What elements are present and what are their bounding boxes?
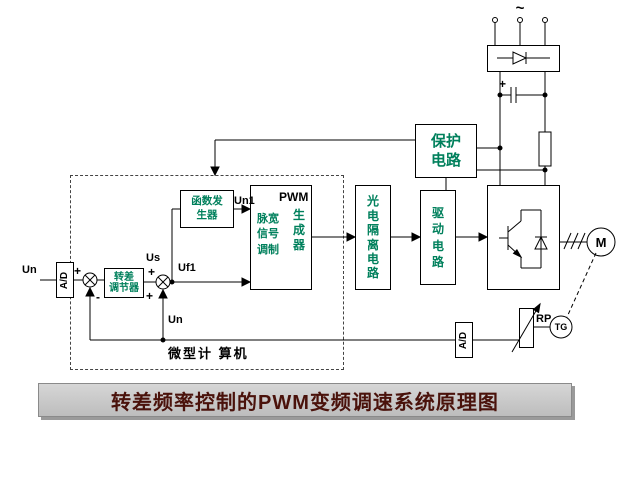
pwm-label: PWM: [279, 190, 309, 204]
rectifier-diode-symbol: [497, 51, 550, 65]
adc-right-block: A/D: [455, 322, 473, 358]
slip-regulator-block: 转差 调节器: [104, 268, 144, 298]
pulse-width-modulation-label: 脉宽信号调制: [257, 213, 279, 256]
protection-wires: [210, 139, 548, 190]
inverter-igbt-symbol: [499, 209, 548, 269]
diagram-title: 转差频率控制的PWM变频调速系统原理图: [111, 391, 499, 414]
ac-input-lines: [492, 17, 548, 45]
microcomputer-label: 微型计 算机: [168, 346, 249, 361]
uf1-signal-label: Uf1: [178, 262, 196, 274]
pwm-generator-label: 生成器: [292, 208, 305, 252]
un-input-label: Un: [22, 264, 37, 276]
capacitor-plus-sign: +: [499, 77, 507, 91]
rp-label: RP: [536, 313, 552, 325]
adc-left-label: A/D: [59, 271, 71, 289]
function-generator-block: 函数发生器: [180, 190, 234, 228]
un-feedback-label: Un: [168, 314, 183, 326]
function-generator-label: 函数发生器: [191, 195, 223, 221]
slip-regulator-label-line2: 调节器: [109, 283, 139, 294]
title-bar: 转差频率控制的PWM变频调速系统原理图: [38, 383, 572, 417]
signal-chain-wires: [312, 232, 489, 242]
tachogenerator-symbol: TG: [550, 319, 572, 335]
sum1-plus-sign: +: [74, 264, 82, 278]
rp-potentiometer-arrow: [473, 302, 541, 353]
ac-supply-symbol: ~: [515, 0, 525, 17]
us-signal-label: Us: [146, 252, 161, 264]
motor-symbol: M: [587, 228, 615, 256]
adc-left-block: A/D: [56, 262, 74, 298]
drive-circuit-label: 驱动电路: [431, 206, 444, 269]
pwm-generator-block: PWM 生成器 脉宽信号调制: [250, 185, 312, 290]
inverter-block: [487, 185, 560, 290]
opto-isolation-label: 光电隔离电路: [366, 194, 379, 281]
drive-circuit-block: 驱动电路: [420, 190, 456, 285]
adc-right-label: A/D: [458, 331, 470, 349]
motor-wires: [534, 227, 616, 339]
sum2-plus-bottom-sign: +: [146, 289, 154, 303]
un1-signal-label: Un1: [234, 195, 255, 207]
sum1-minus-sign: -: [96, 290, 100, 304]
opto-isolation-block: 光电隔离电路: [355, 185, 391, 290]
protection-circuit-block: 保护电路: [415, 124, 477, 178]
sum2-plus-top-sign: +: [148, 265, 156, 279]
rectifier-block: [487, 45, 560, 72]
control-loop-wires: [40, 204, 252, 290]
slip-regulator-label-line1: 转差: [114, 272, 134, 283]
feedback-wires: [85, 286, 455, 343]
tg-label: TG: [554, 322, 568, 332]
protection-circuit-label: 保护电路: [430, 132, 461, 170]
motor-label: M: [595, 234, 607, 250]
rp-potentiometer-block: [519, 308, 534, 348]
dc-link: [497, 72, 552, 185]
